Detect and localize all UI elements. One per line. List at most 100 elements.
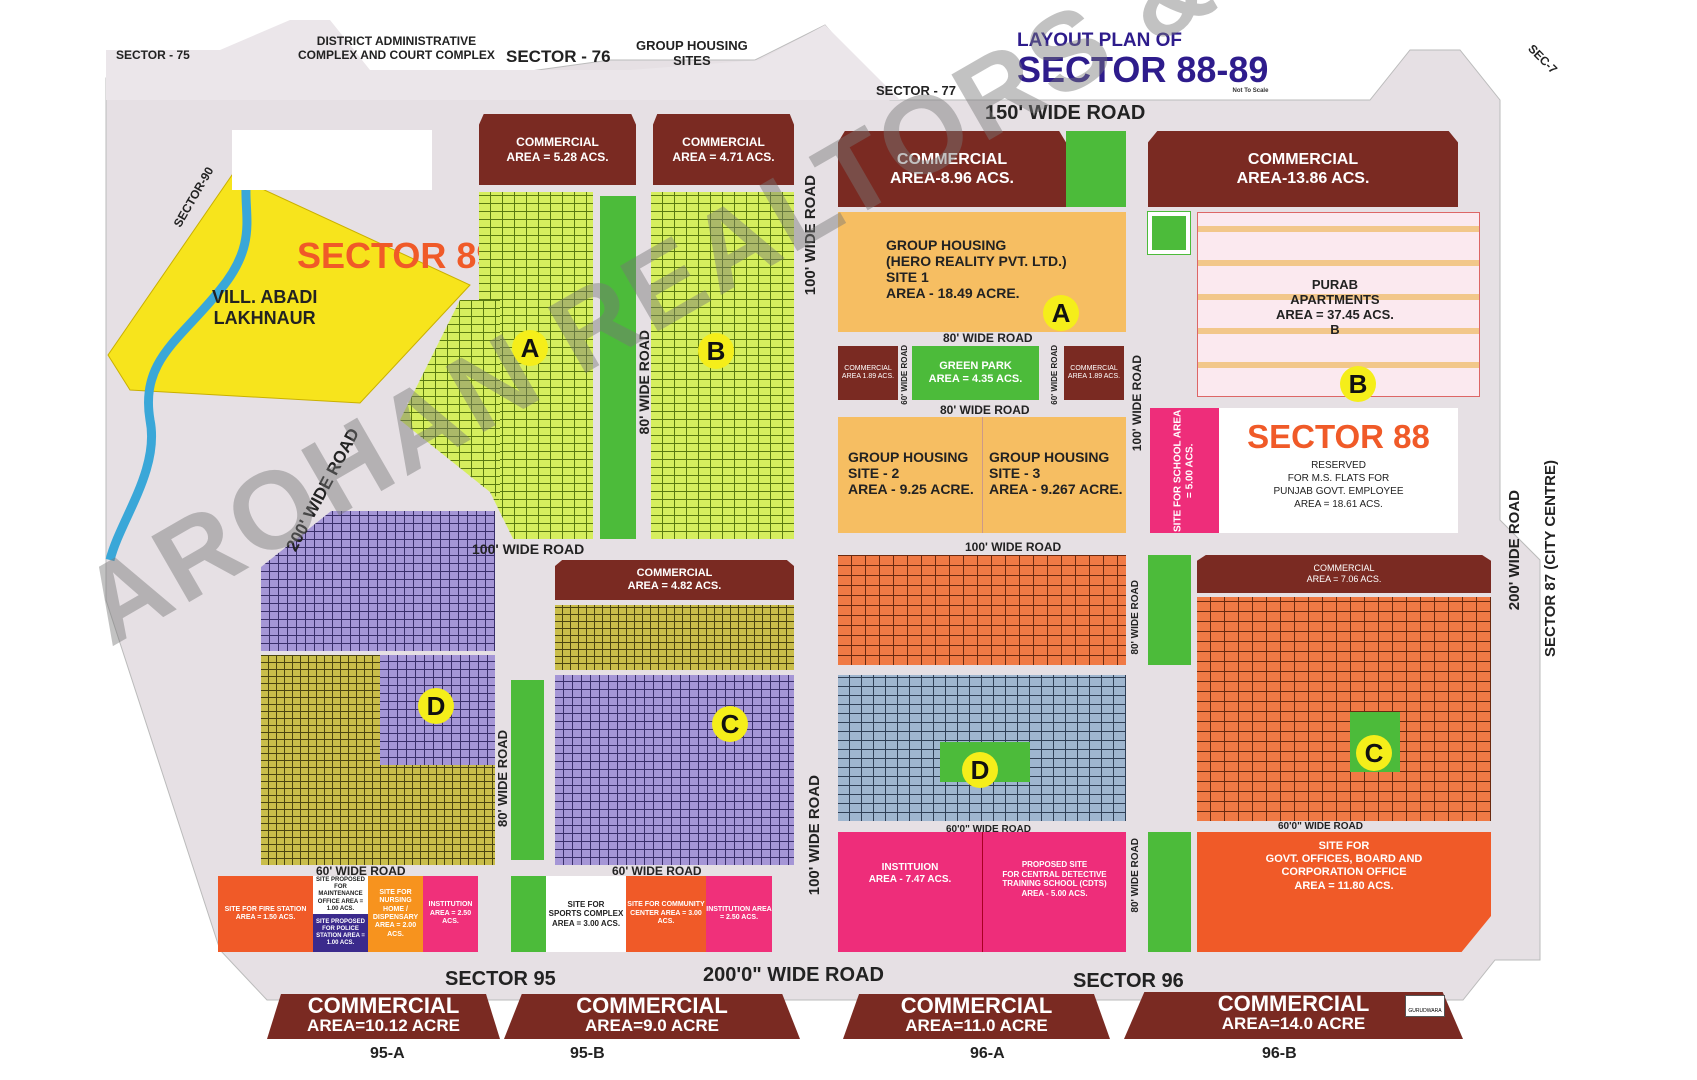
green-square (1147, 211, 1191, 255)
pocket-c-orange-plots (1197, 597, 1491, 821)
village-abadi-lakhnaur (107, 174, 471, 404)
title-line1: LAYOUT PLAN OF (1017, 30, 1183, 51)
road-100-e: 100' WIDE ROAD (965, 540, 1062, 554)
c-area: AREA = 4.71 ACS. (672, 149, 775, 164)
road-60-0-b: 60'0" WIDE ROAD (1278, 821, 1363, 832)
road-200-0: 200'0" WIDE ROAD (703, 964, 884, 986)
c-name: COMMERCIAL (682, 135, 765, 150)
site1-a-marker: A (1043, 295, 1079, 331)
police-station-site: SITE PROPOSED FOR POLICE STATION AREA = … (313, 914, 368, 952)
road-200-b: 200' WIDE ROAD (1506, 490, 1523, 611)
road-80-d: 80' WIDE ROAD (940, 403, 1030, 417)
c-area: AREA = 4.82 ACS. (627, 580, 722, 592)
ghs-line1: GROUP HOUSING (636, 38, 748, 53)
school-site: SITE FOR SCHOOL AREA = 5.00 ACS. (1150, 408, 1219, 533)
sector90-white (232, 130, 432, 190)
road-60-a: 60' WIDE ROAD (316, 864, 406, 878)
pocket-b-marker: B (698, 333, 734, 369)
pocket-d-marker-88: D (962, 752, 998, 788)
gp2: AREA = 4.35 ACS. (928, 373, 1023, 385)
bc-area: AREA=10.12 ACRE (307, 1016, 460, 1036)
pocket-b-plots (651, 192, 794, 539)
road-150: 150' WIDE ROAD (985, 102, 1146, 124)
g3: CORPORATION OFFICE (1281, 866, 1407, 879)
bc-name: COMMERCIAL (576, 993, 728, 1018)
sector-76-label: SECTOR - 76 (506, 47, 611, 66)
sector-77-label: SECTOR - 77 (876, 83, 956, 98)
code-96-b: 96-B (1262, 1045, 1297, 1062)
top-strip (106, 20, 900, 100)
gp1: GREEN PARK (939, 359, 1012, 372)
purab-b-marker: B (1340, 366, 1376, 402)
road-80-c: 80' WIDE ROAD (943, 331, 1033, 345)
village-line2: LAKHNAUR (213, 308, 316, 328)
p3: AREA = 37.45 ACS. (1276, 307, 1394, 322)
pocket-a-marker: A (512, 330, 548, 366)
pocket-c-plots (555, 675, 794, 865)
cd2: FOR CENTRAL DETECTIVE (1002, 869, 1107, 879)
group-housing-site-1: GROUP HOUSING(HERO REALITY PVT. LTD.)SIT… (838, 212, 1126, 332)
road-60-0-a: 60'0" WIDE ROAD (946, 824, 1031, 835)
village-line1: VILL. ABADI (212, 287, 318, 307)
sector-87-label: SECTOR 87 (CITY CENTRE) (1542, 460, 1559, 657)
pocket-d-orange-plots (838, 555, 1126, 665)
s2: SPORTS COMPLEX (548, 909, 624, 919)
cd1: PROPOSED SITE (1021, 860, 1088, 869)
gh1-l2: (HERO REALITY PVT. LTD.) (886, 253, 1067, 270)
r3: PUNJAB GOVT. EMPLOYEE (1273, 486, 1404, 497)
sector-75-label: SECTOR - 75 (116, 48, 190, 62)
p1: PURAB (1311, 277, 1359, 292)
institution-site-2: INSTITUTION AREA = 2.50 ACS. (706, 876, 772, 952)
p2: APARTMENTS (1290, 292, 1380, 307)
bc-name: COMMERCIAL (307, 993, 460, 1018)
gh2-l1: GROUP HOUSING (848, 449, 969, 465)
r1: RESERVED (1311, 460, 1366, 471)
c-name: COMMERCIAL (1313, 563, 1375, 574)
map-title: LAYOUT PLAN OF SECTOR 88-89 Not To Scale (1017, 30, 1268, 94)
maintenance-office-site: SITE PROPOSED FOR MAINTENANCE OFFICE ARE… (313, 876, 368, 914)
s1: SITE FOR (567, 899, 605, 909)
r4: AREA = 18.61 ACS. (1294, 499, 1383, 510)
i1: INSTITUION (881, 862, 939, 873)
purab-apartments (1197, 212, 1480, 397)
river (105, 147, 260, 562)
road-80-e: 80' WIDE ROAD (1130, 580, 1141, 655)
road-80-a: 80' WIDE ROAD (636, 330, 652, 435)
green-strip (511, 876, 546, 952)
code-95-b: 95-B (570, 1045, 605, 1062)
ghs-line2: SITES (673, 53, 711, 68)
c-name: COMMERCIAL (636, 566, 713, 579)
road-100-b: 100' WIDE ROAD (472, 541, 585, 557)
road-100-d: 100' WIDE ROAD (1130, 355, 1144, 452)
sector-96-label: SECTOR 96 (1073, 970, 1184, 992)
code-95-a: 95-A (370, 1045, 405, 1062)
bc-area: AREA=14.0 ACRE (1221, 1014, 1366, 1034)
title-line2: SECTOR 88-89 (1017, 49, 1269, 90)
cd4: AREA - 5.00 ACS. (1021, 888, 1088, 898)
gh1-l1: GROUP HOUSING (886, 237, 1007, 253)
c-name: COMMERCIAL (1247, 150, 1359, 168)
gh3-l3: AREA - 9.267 ACRE. (989, 481, 1123, 497)
gh3-l1: GROUP HOUSING (989, 449, 1110, 465)
bc-name: COMMERCIAL (900, 993, 1053, 1018)
bc-name: COMMERCIAL (1217, 991, 1370, 1016)
district-admin-line1: DISTRICT ADMINISTRATIVE (316, 34, 477, 48)
fire-station-site: SITE FOR FIRE STATION AREA = 1.50 ACS. (218, 876, 313, 952)
